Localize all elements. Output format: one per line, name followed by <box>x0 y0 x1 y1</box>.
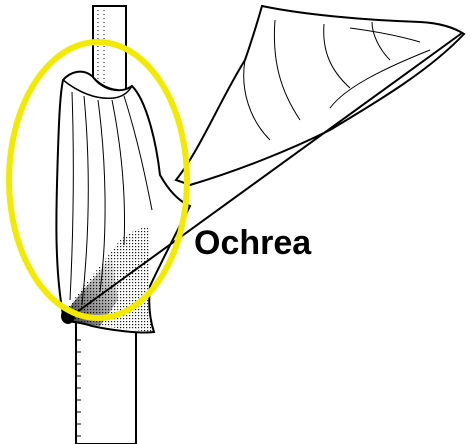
ochrea-sheath <box>56 72 190 333</box>
ochrea-label: Ochrea <box>194 226 311 260</box>
lower-stem <box>76 318 136 444</box>
